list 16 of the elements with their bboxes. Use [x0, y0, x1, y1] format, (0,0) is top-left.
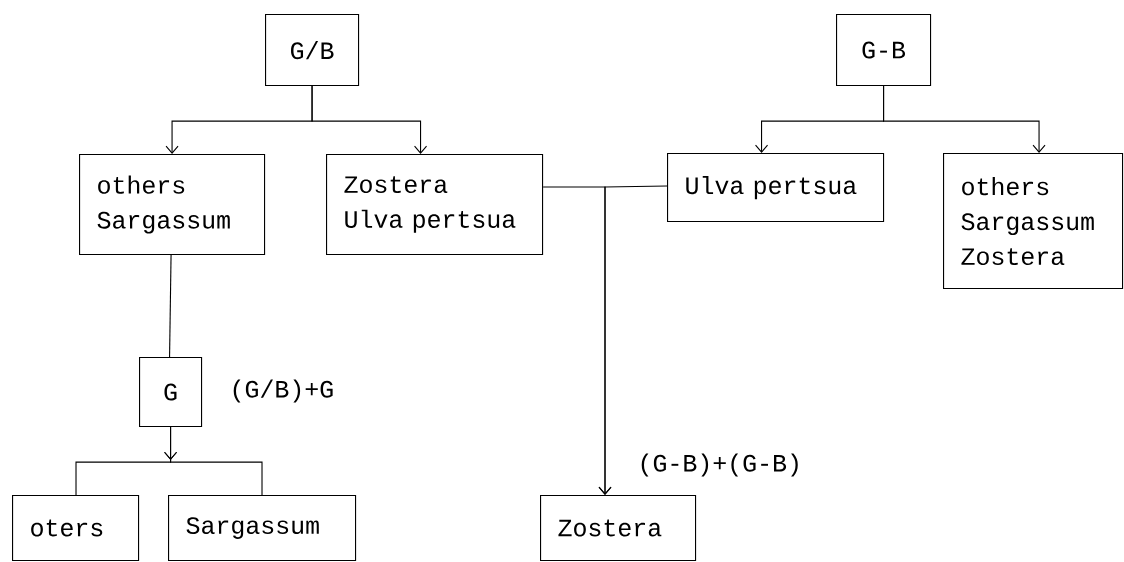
process-box: Zostera	[540, 495, 697, 562]
process-box: G/B	[265, 14, 360, 87]
connector-line	[169, 254, 172, 358]
process-box: G	[139, 357, 203, 428]
process-box: Ulva pertsua	[667, 153, 885, 223]
arrow	[598, 185, 668, 495]
process-box: Zostera Ulva pertsua	[326, 154, 544, 256]
arrow	[883, 85, 1046, 153]
annotation: (G-B)+(G-B)	[641, 453, 798, 477]
annotation: (G/B)+G	[233, 379, 333, 403]
process-box: oters	[12, 495, 140, 562]
process-box: others Sargassum	[79, 154, 266, 256]
process-box: Sargassum	[168, 495, 357, 562]
process-box: G-B	[836, 14, 932, 87]
arrow	[311, 85, 428, 154]
process-box: others Sargassum Zostera	[943, 153, 1124, 290]
